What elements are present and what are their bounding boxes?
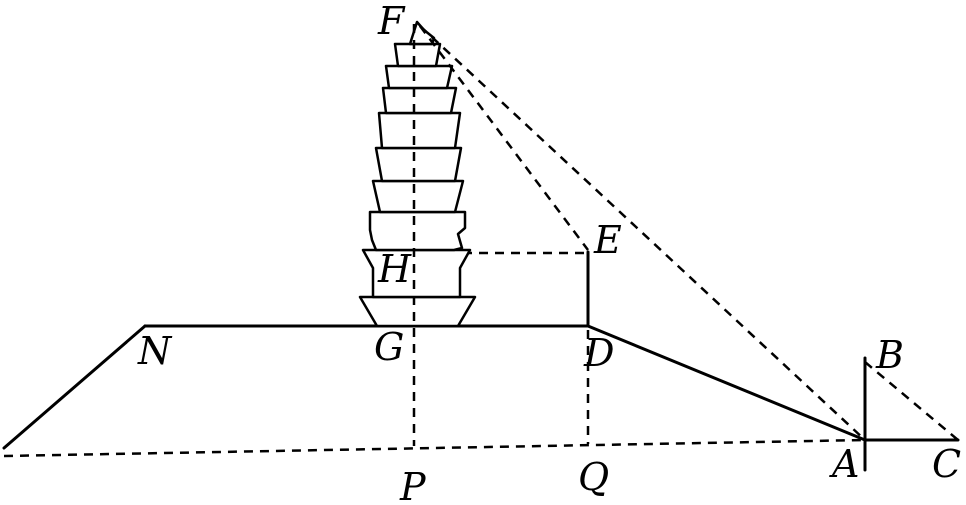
pagoda-tier-2	[361, 248, 472, 299]
slope-DA	[586, 324, 867, 442]
segment-FA	[419, 25, 866, 441]
pagoda-tier-4	[371, 179, 465, 214]
label-A: A	[829, 442, 859, 486]
pagoda-tier-3	[368, 210, 467, 252]
label-Q: Q	[578, 455, 609, 499]
pagoda-tier-5	[374, 146, 463, 183]
label-N: N	[137, 329, 173, 373]
label-P: P	[399, 465, 427, 505]
label-C: C	[932, 442, 961, 486]
label-G: G	[374, 325, 404, 369]
pagoda-spire	[408, 20, 436, 46]
label-H: H	[377, 247, 412, 291]
label-E: E	[593, 218, 622, 262]
pagoda-tier-9	[393, 42, 442, 68]
pagoda-tier-8	[384, 64, 454, 90]
ground-line	[3, 438, 866, 458]
pagoda-tier-6	[377, 111, 462, 150]
left-slope	[2, 324, 147, 450]
pagoda-tier-7	[381, 86, 458, 115]
pagoda-tier-1	[358, 295, 477, 328]
segment-BC	[864, 361, 959, 441]
label-B: B	[875, 333, 904, 377]
label-F: F	[377, 0, 406, 43]
pagoda	[358, 20, 477, 328]
label-D: D	[583, 331, 614, 375]
